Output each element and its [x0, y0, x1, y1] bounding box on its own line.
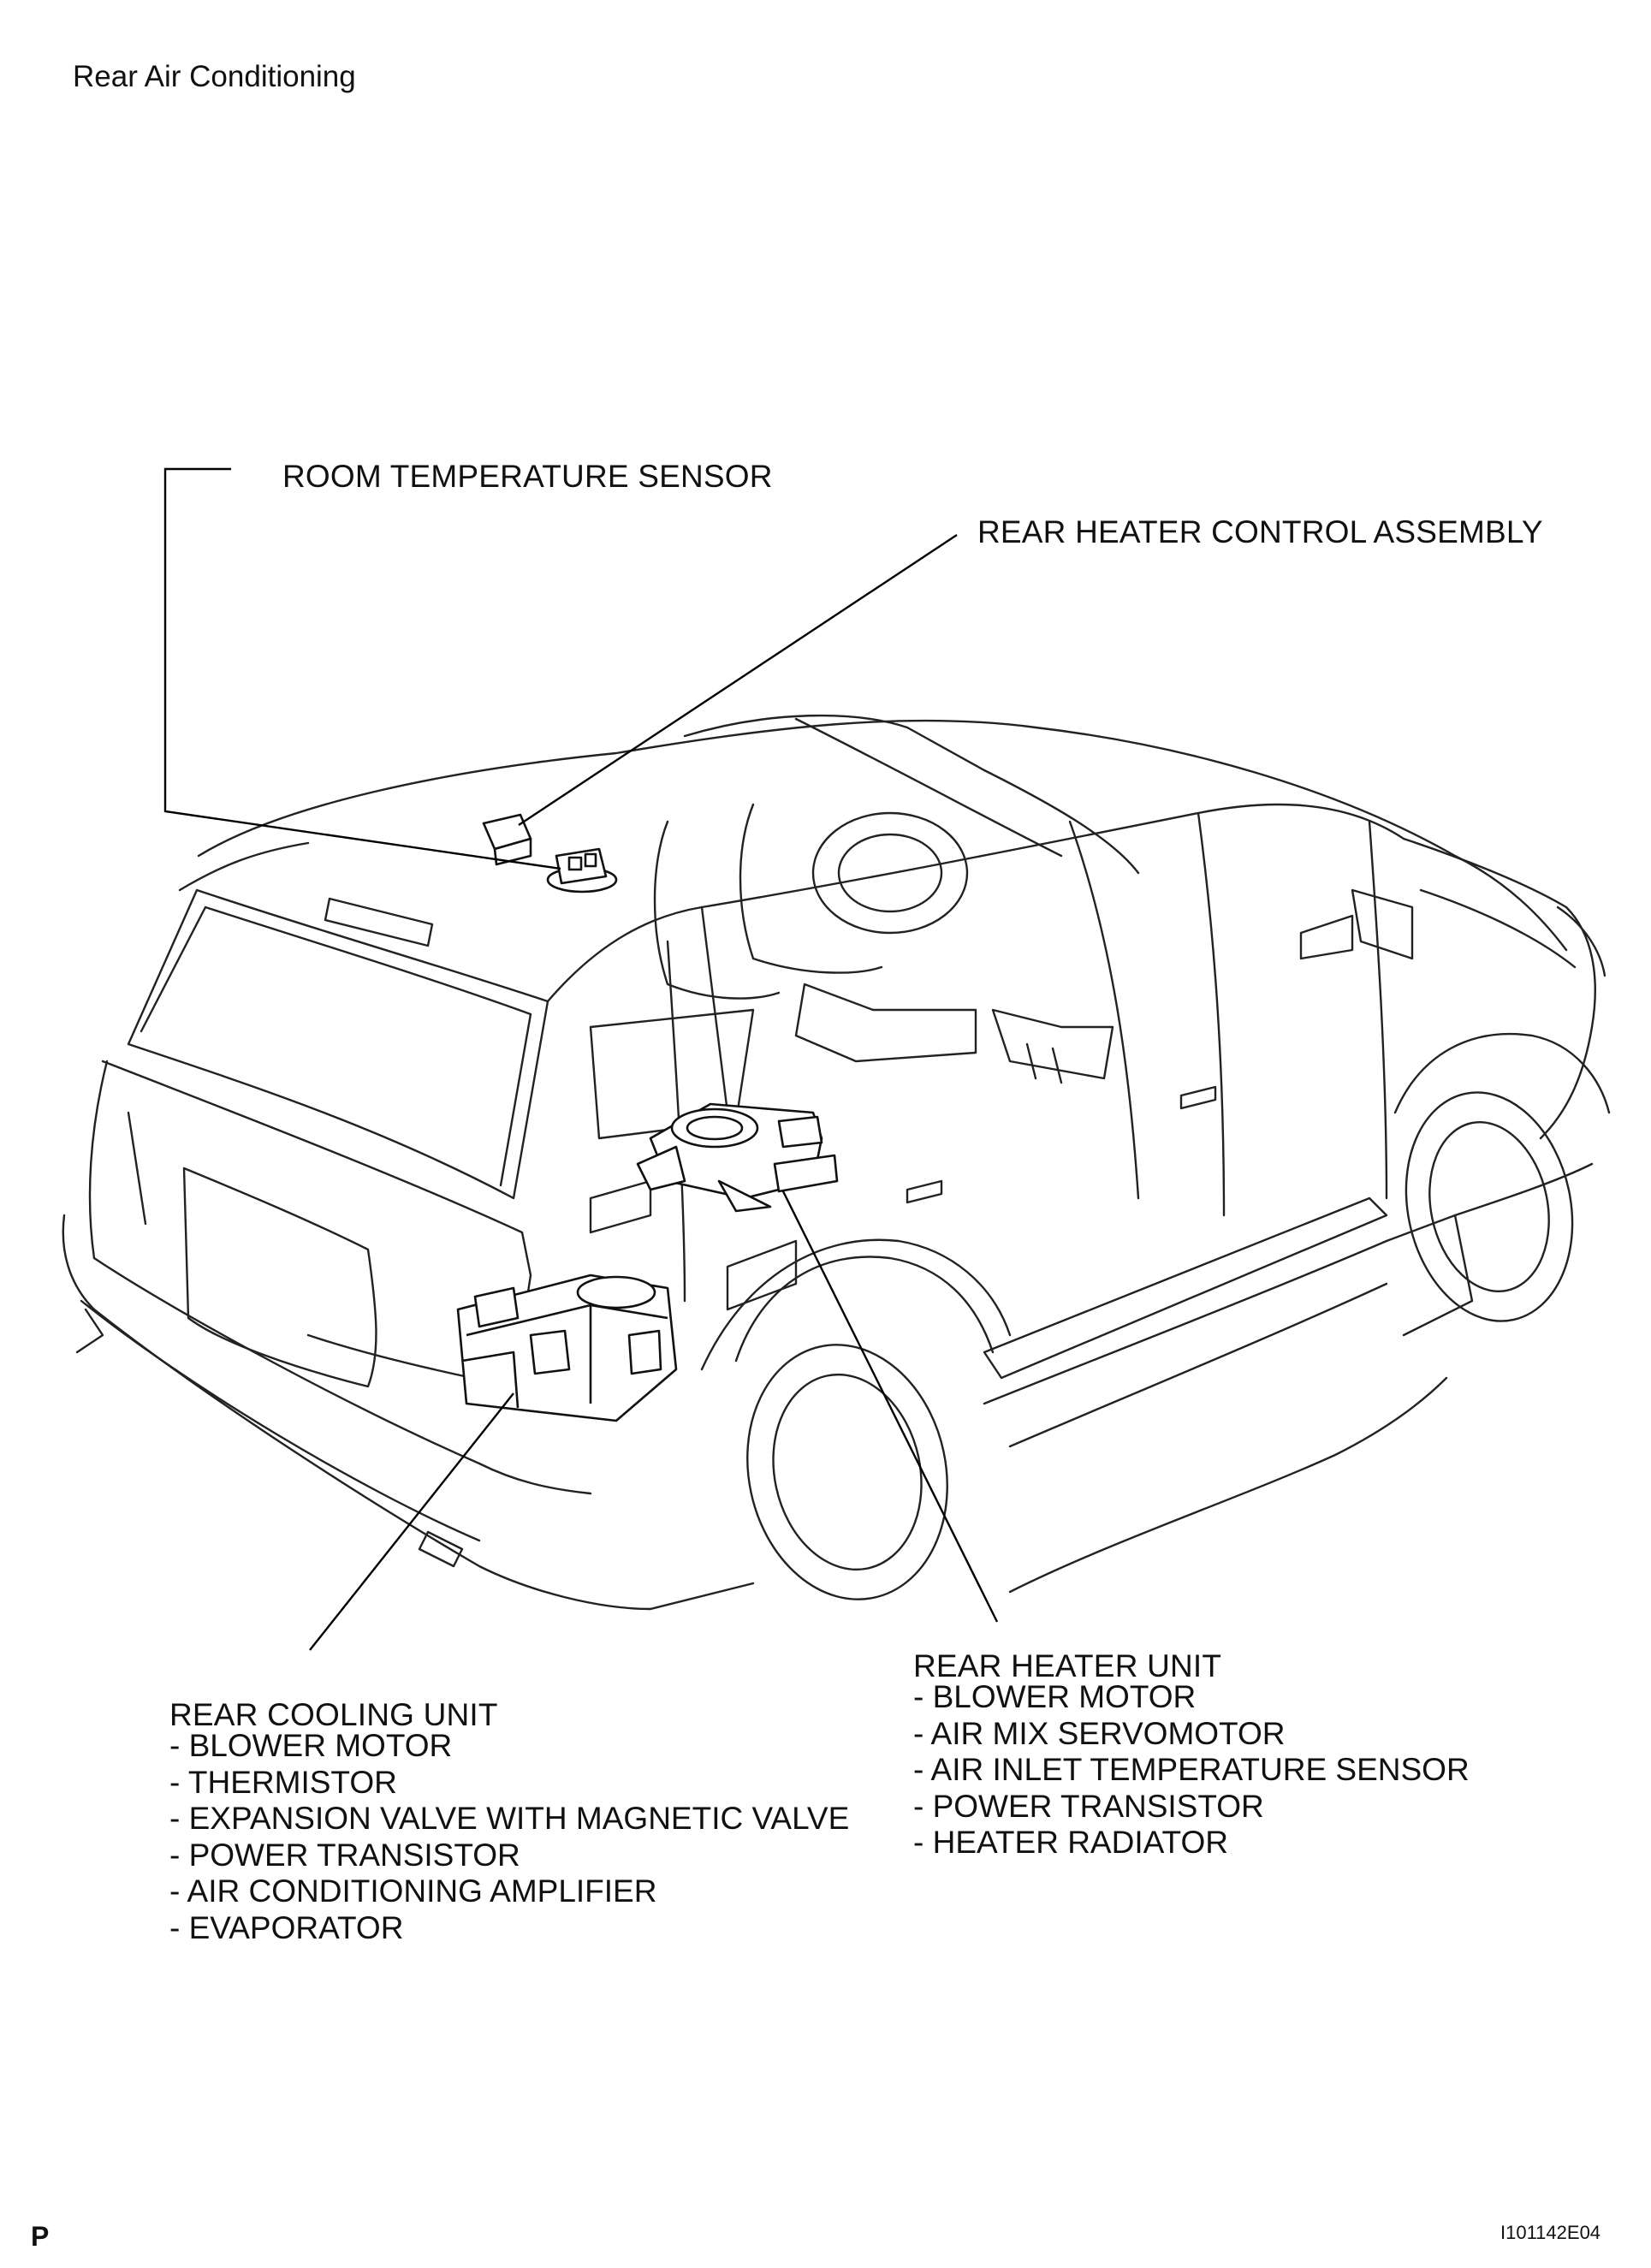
rear-cooling-unit-title: REAR COOLING UNIT: [169, 1697, 498, 1732]
leader-rear-heater-control-assembly: [518, 533, 958, 827]
room-temperature-sensor-illustration: [546, 847, 618, 894]
rear-heater-unit-item: - BLOWER MOTOR: [913, 1679, 1197, 1714]
rear-heater-unit-title: REAR HEATER UNIT: [913, 1648, 1222, 1683]
leader-lines: [163, 467, 999, 1651]
rear-heater-unit-item: - POWER TRANSISTOR: [913, 1788, 1264, 1824]
rear-heater-control-assembly-label: REAR HEATER CONTROL ASSEMBLY: [977, 514, 1543, 549]
rear-heater-unit-illustration: [636, 1102, 839, 1213]
rear-cooling-unit-illustration: [456, 1274, 678, 1422]
page-title: Rear Air Conditioning: [73, 60, 356, 93]
leader-rear-heater-unit: [781, 1190, 999, 1623]
rear-cooling-unit-item: - AIR CONDITIONING AMPLIFIER: [169, 1873, 657, 1909]
rear-heater-unit-list: - BLOWER MOTOR - AIR MIX SERVOMOTOR - AI…: [913, 1679, 1470, 1861]
rear-heater-unit-item: - AIR MIX SERVOMOTOR: [913, 1715, 1286, 1751]
room-temperature-sensor-label: ROOM TEMPERATURE SENSOR: [282, 459, 773, 494]
leader-room-temperature-sensor: [163, 467, 561, 870]
leader-rear-cooling-unit: [309, 1392, 514, 1651]
rear-cooling-unit-item: - POWER TRANSISTOR: [169, 1837, 520, 1873]
rear-heater-unit-item: - HEATER RADIATOR: [913, 1825, 1228, 1860]
rear-cooling-unit-list: - BLOWER MOTOR - THERMISTOR - EXPANSION …: [169, 1728, 849, 1946]
rear-cooling-unit-item: - EXPANSION VALVE WITH MAGNETIC VALVE: [169, 1801, 850, 1836]
footer-section-letter: P: [31, 2221, 50, 2252]
rear-heater-unit-item: - AIR INLET TEMPERATURE SENSOR: [913, 1752, 1470, 1787]
vehicle-body-lines: [62, 714, 1611, 1611]
rear-cooling-unit-item: - EVAPORATOR: [169, 1909, 404, 1945]
rear-cooling-unit-item: - BLOWER MOTOR: [169, 1728, 453, 1763]
footer-illustration-code: I101142E04: [1500, 2222, 1601, 2243]
rear-cooling-unit-item: - THERMISTOR: [169, 1764, 397, 1800]
